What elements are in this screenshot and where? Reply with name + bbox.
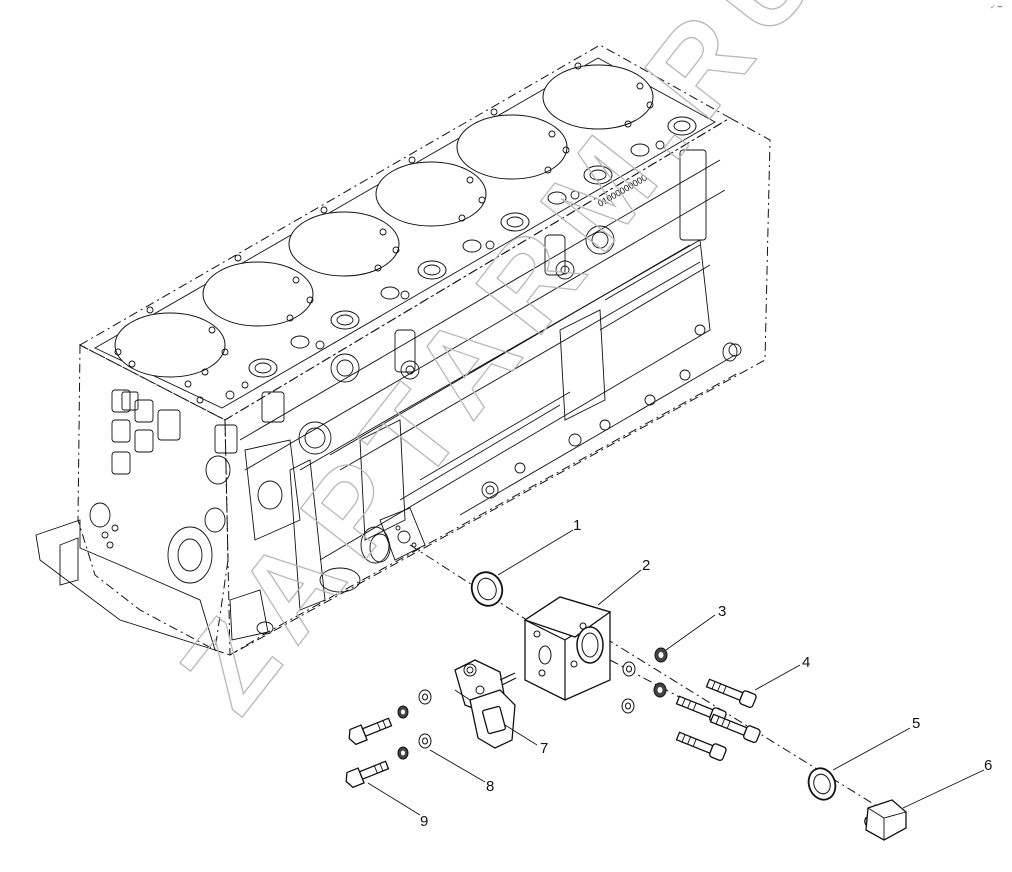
sensor-part-7 [454, 659, 517, 749]
callout-9: 9 [420, 813, 428, 830]
sealing-ring-part-5 [807, 767, 837, 801]
mounting-boss [369, 507, 426, 563]
corner-mark: ✓ ━ [990, 4, 1003, 11]
plug-part-6 [864, 799, 907, 841]
front-face-details [59, 389, 231, 586]
callout-3: 3 [718, 603, 726, 620]
washers-part-3 [621, 647, 668, 714]
coolant-holes [248, 116, 697, 378]
o-ring-part-1 [470, 571, 504, 607]
bolts-part-9 [345, 717, 393, 789]
cylinder-bores [114, 64, 654, 378]
callout-7: 7 [540, 740, 548, 757]
side-face-details [214, 149, 742, 641]
side-face [224, 117, 771, 656]
bolts-part-4 [675, 678, 761, 761]
callout-5: 5 [912, 715, 920, 732]
engine-block: 01000000000 [35, 44, 771, 656]
front-face [77, 344, 229, 651]
adapter-block-part-2 [523, 596, 612, 701]
callout-4: 4 [802, 654, 810, 671]
assembly-axis-2 [604, 637, 881, 809]
callout-labels: 1 2 3 4 5 6 7 8 9 [420, 517, 992, 830]
leader-lines [367, 529, 985, 816]
washers-part-8 [397, 689, 432, 760]
callout-6: 6 [984, 757, 992, 774]
callout-8: 8 [486, 778, 494, 795]
assembly-axis-1 [409, 544, 531, 623]
callout-1: 1 [573, 517, 581, 534]
callout-2: 2 [642, 557, 650, 574]
